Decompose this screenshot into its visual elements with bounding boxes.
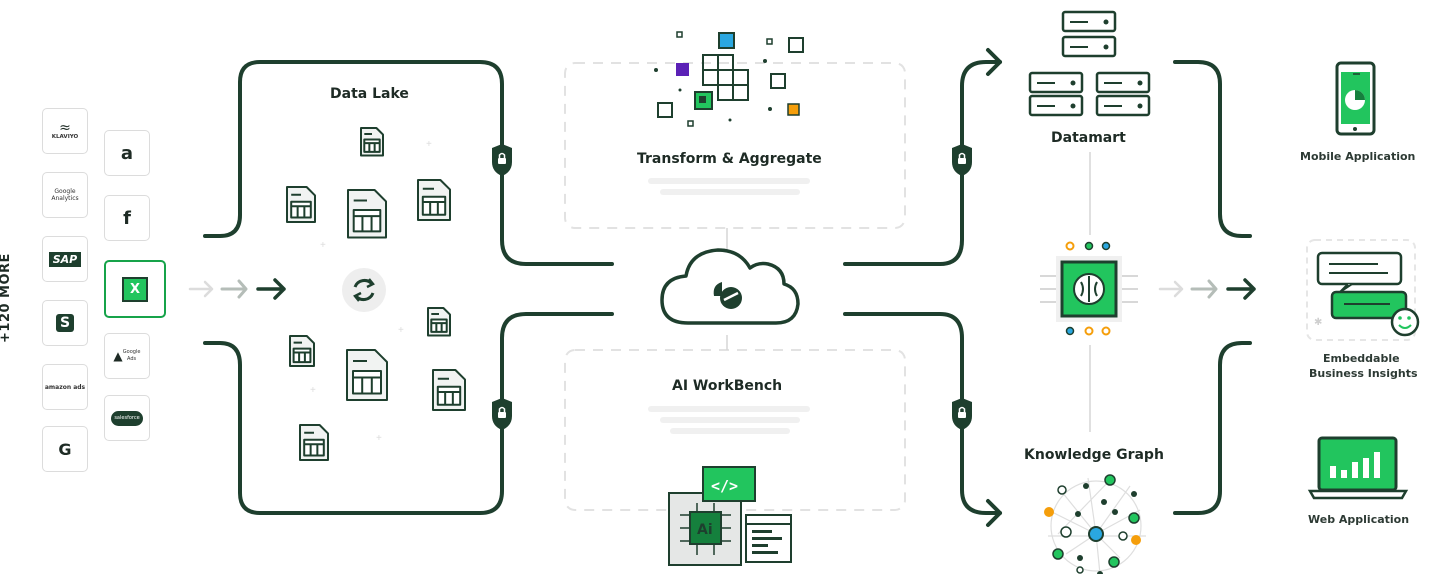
facebook-source-tile[interactable]: f [104, 195, 150, 241]
google-analytics-source-tile[interactable]: Google Analytics [42, 172, 88, 218]
sap-source-tile[interactable]: SAP [42, 236, 88, 282]
ai-workbench-icon: Ai </> [668, 466, 792, 566]
svg-text:Ai: Ai [697, 522, 713, 538]
ai-brain-chip-icon [1040, 241, 1138, 336]
datamart-server-icon [1028, 10, 1151, 117]
table-document-icon [346, 349, 388, 401]
upper-right-flow-line [843, 60, 1002, 266]
embeddable-label-line1: Embeddable [1323, 352, 1400, 365]
upper-left-flow-line [203, 60, 614, 266]
google-analytics-logo-icon: Google Analytics [51, 188, 79, 202]
ai-workbench-title: AI WorkBench [672, 378, 783, 394]
shopify-logo-icon: S [55, 314, 75, 332]
svg-text:+: + [376, 433, 382, 444]
svg-text:+: + [320, 240, 326, 251]
mobile-phone-icon [1335, 61, 1376, 136]
svg-text:+: + [310, 385, 316, 396]
decorative-plus-marks: + + + + + [310, 139, 432, 444]
faded-description [648, 178, 810, 195]
web-application-label: Web Application [1308, 513, 1410, 526]
lock-icon [952, 144, 972, 176]
amazon-ads-source-tile[interactable]: amazon ads [42, 364, 88, 410]
wifi-icon: ≈ [59, 119, 71, 136]
amazon-ads-logo-icon: amazon ads [44, 383, 86, 391]
more-sources-label: +120 MORE [0, 253, 13, 343]
table-document-icon [299, 424, 329, 461]
faded-description [648, 406, 810, 434]
table-document-icon [432, 369, 466, 411]
svg-text:</>: </> [711, 477, 738, 495]
table-document-icon [427, 307, 451, 337]
google-ads-logo-text: Google Ads [122, 349, 141, 362]
google-logo-icon: G [58, 439, 72, 459]
google-ads-logo-icon: ▲ [113, 349, 123, 363]
facebook-logo-icon: f [123, 207, 131, 229]
svg-text:+: + [398, 325, 404, 336]
amazon-logo-icon: a [120, 142, 134, 164]
klaviyo-source-tile[interactable]: ≈ KLAVIYO [42, 108, 88, 154]
svg-text:✱: ✱ [1314, 317, 1322, 328]
salesforce-source-tile[interactable]: salesforce [104, 395, 150, 441]
shopify-source-tile[interactable]: S [42, 300, 88, 346]
embeddable-insights-icon: ✱ [1306, 239, 1420, 341]
datamart-title: Datamart [1051, 130, 1126, 146]
lock-icon [952, 398, 972, 430]
amazon-source-tile[interactable]: a [104, 130, 150, 176]
table-document-icon [347, 189, 387, 239]
input-arrows [188, 278, 286, 300]
google-ads-source-tile[interactable]: ▲ Google Ads [104, 333, 150, 379]
excel-source-tile[interactable]: X [104, 260, 166, 318]
table-document-icon [286, 186, 316, 223]
output-lower-bracket [1173, 341, 1252, 515]
table-document-icon [360, 127, 384, 157]
lock-icon [492, 144, 512, 176]
klaviyo-logo-text: KLAVIYO [51, 133, 79, 140]
knowledge-graph-network-icon [1044, 474, 1146, 574]
lower-left-flow-line [203, 312, 614, 515]
data-lake-title: Data Lake [330, 86, 409, 102]
knowledge-graph-title: Knowledge Graph [1024, 447, 1164, 463]
transform-aggregate-icon [654, 31, 804, 127]
table-document-icon [289, 335, 315, 367]
upper-right-arrowhead [986, 48, 1002, 76]
mobile-application-label: Mobile Application [1300, 150, 1416, 163]
embeddable-label-line2: Business Insights [1309, 367, 1418, 380]
lock-icon [492, 398, 512, 430]
output-upper-bracket [1173, 60, 1252, 238]
transform-dashed-box [564, 62, 906, 229]
sap-logo-icon: SAP [48, 251, 82, 267]
sync-icon [342, 268, 386, 312]
transform-aggregate-title: Transform & Aggregate [637, 151, 822, 167]
lower-right-arrowhead [986, 499, 1002, 527]
laptop-icon [1307, 436, 1409, 500]
output-arrows [1158, 278, 1256, 300]
cloud-platform-icon [660, 248, 800, 325]
salesforce-logo-icon: salesforce [111, 410, 143, 426]
google-source-tile[interactable]: G [42, 426, 88, 472]
svg-text:+: + [426, 139, 432, 150]
excel-logo-icon: X [121, 276, 149, 302]
table-document-icon [417, 179, 451, 221]
lower-right-flow-line [843, 312, 1002, 515]
